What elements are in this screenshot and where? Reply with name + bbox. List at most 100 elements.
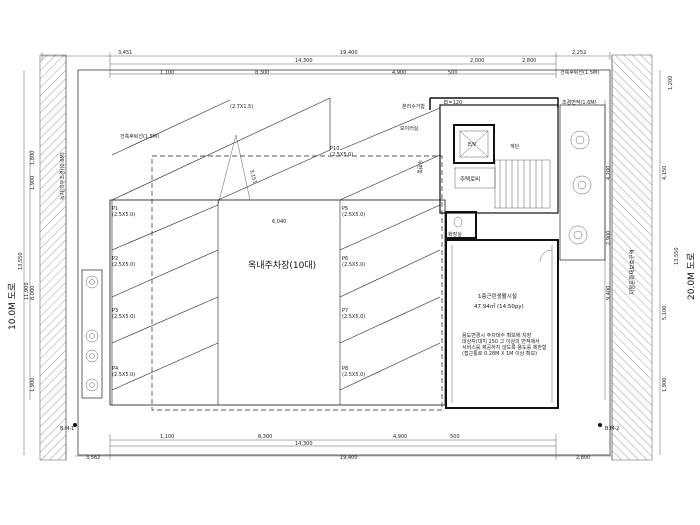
mailbox-label: 우편함 <box>416 160 423 174</box>
room-title: 1층근린생활시설 <box>478 292 517 300</box>
ramp-outline <box>217 134 251 206</box>
slot-p5-id: P5 <box>342 206 348 212</box>
slot-p8-size: (2.5X5.0) <box>342 372 365 378</box>
datum-marker-2 <box>598 423 602 427</box>
slot-p6-id: P6 <box>342 256 348 262</box>
right-dim-4: 13,550 <box>674 248 680 266</box>
bottom-dim-5: 14,300 <box>295 441 313 447</box>
site-boundary <box>77 69 611 456</box>
left-dim-3: 11,900 <box>24 283 30 301</box>
core-block <box>439 104 559 214</box>
green-top-label: 건축후퇴선(1.5M) <box>560 69 599 76</box>
room-area: 47.94㎡ (14.50py) <box>474 302 524 310</box>
tree-icons-right <box>568 130 592 245</box>
right-road-label: 20.0M 도로 <box>687 253 697 300</box>
slot-p5-size: (2.5X5.0) <box>342 212 365 218</box>
bottom-dim-8: 2,800 <box>576 455 590 461</box>
left-dim-2: 1,900 <box>30 176 36 190</box>
building-outline <box>430 97 559 108</box>
top-dim-8: 8,300 <box>255 70 269 76</box>
slot-p10-size: (2.5X5.0) <box>330 152 353 158</box>
room-note-2: 대상자(대지 150 그 이상의 면적에서 <box>462 338 540 345</box>
top-dim-10: 500 <box>448 70 458 76</box>
left-dim-5: 8,000 <box>30 286 36 300</box>
top-dim-4: 14,300 <box>295 58 313 64</box>
top-dim-9: 4,900 <box>392 70 406 76</box>
left-road-label: 10.0M 도로 <box>8 283 18 330</box>
datum-marker-1 <box>73 423 77 427</box>
datum-1-label: B.M-1 <box>60 426 74 432</box>
toilet-room <box>445 211 477 239</box>
elevator-car <box>459 130 489 158</box>
stair-label: 계단 <box>510 143 520 150</box>
tree-icons-left <box>85 275 99 392</box>
green-right-label: 조경면적(1.6M) <box>562 99 597 106</box>
parking-slots-right <box>339 200 441 405</box>
room-note-1: 용도변경시 주차대수 확보에 지장 <box>462 332 532 339</box>
slot-p2-id: P2 <box>112 256 118 262</box>
slot-p2-size: (2.5X5.0) <box>112 262 135 268</box>
setback-line <box>151 155 443 411</box>
parking-width: 6,040 <box>272 219 286 225</box>
slot-p3-id: P3 <box>112 308 118 314</box>
left-dim-6: 1,900 <box>30 378 36 392</box>
sign-el: El=120 <box>444 100 462 106</box>
bottom-dim-2: 8,300 <box>258 434 272 440</box>
top-dim-7: 1,100 <box>160 70 174 76</box>
setback-note: 건축후퇴선(1.5M) <box>120 133 159 140</box>
slot-small-size: (2.7X1.5) <box>230 104 253 110</box>
bottom-dim-7: 19,400 <box>340 455 358 461</box>
bottom-dim-1: 1,100 <box>160 434 174 440</box>
slot-p10-id: P10 <box>330 146 339 152</box>
stair <box>494 159 551 209</box>
bottom-dim-4: 500 <box>450 434 460 440</box>
left-dim-1: 1,800 <box>30 151 36 165</box>
slot-p4-id: P4 <box>112 366 118 372</box>
commercial-room <box>445 239 559 409</box>
slot-p1-size: (2.5X5.0) <box>112 212 135 218</box>
diag-dim: 3,151 <box>248 169 258 184</box>
datum-2-label: B.M-2 <box>605 426 619 432</box>
slot-p4-size: (2.5X5.0) <box>112 372 135 378</box>
left-road-hatch <box>39 54 67 461</box>
right-dim-7: 9,400 <box>606 286 612 300</box>
slot-p3-size: (2.5X5.0) <box>112 314 135 320</box>
top-dim-3: 2,252 <box>572 50 586 56</box>
elevator-shaft <box>453 124 495 164</box>
toilet-label: 화장실 <box>448 231 462 238</box>
top-dim-6: 2,800 <box>522 58 536 64</box>
right-road-hatch <box>611 54 653 461</box>
left-dim-4: 13,550 <box>18 253 24 271</box>
parking-title: 옥내주차장(10대) <box>248 259 316 271</box>
left-strip-label: 녹지(의무조경)(0.6M) <box>59 152 66 200</box>
right-dim-6: 5,100 <box>662 306 668 320</box>
parking-slots-upper <box>111 97 441 201</box>
shaft-label: 보이러실 <box>400 125 419 132</box>
bottom-dim-6: 3,562 <box>86 455 100 461</box>
bottom-dim-3: 4,900 <box>393 434 407 440</box>
right-dim-5: 2,900 <box>606 231 612 245</box>
lobby-label: 주택로비 <box>460 175 480 183</box>
right-dim-3: 4,200 <box>606 166 612 180</box>
top-dim-1: 3,451 <box>118 50 132 56</box>
right-dim-2: 4,150 <box>662 166 668 180</box>
top-dim-5: 2,000 <box>470 58 484 64</box>
right-zone-label: 지정문화재보호구역 <box>628 249 636 295</box>
room-note-3: 서비스를 제공하지 않도록 용도를 제한함 <box>462 344 547 351</box>
bin-label: 분리수거함 <box>402 103 425 110</box>
room-note-4: (접근통로 0.28M X 1M 이상 확보) <box>462 350 537 357</box>
slot-p1-id: P1 <box>112 206 118 212</box>
right-dim-8: 1,900 <box>662 378 668 392</box>
ev-label: E/V <box>468 142 477 148</box>
parking-slots-left <box>111 200 219 405</box>
parking-area <box>109 199 446 406</box>
slot-p6-size: (2.5X5.0) <box>342 262 365 268</box>
left-green-strip <box>81 269 103 399</box>
slot-p7-id: P7 <box>342 308 348 314</box>
lobby <box>454 167 496 189</box>
slot-p8-id: P8 <box>342 366 348 372</box>
slot-p7-size: (2.5X5.0) <box>342 314 365 320</box>
top-dim-2: 19,400 <box>340 50 358 56</box>
right-dim-1: 1,200 <box>668 76 674 90</box>
